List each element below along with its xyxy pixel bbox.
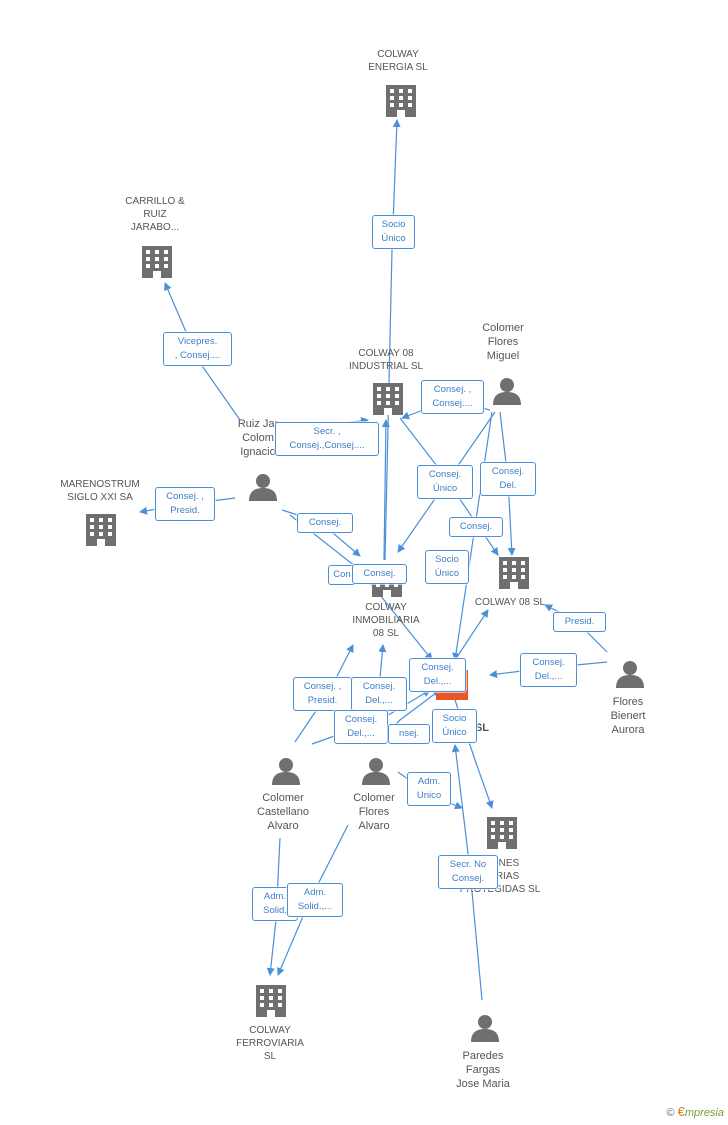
brand-logo-icon: € — [677, 1104, 685, 1119]
building-icon[interactable] — [499, 557, 529, 589]
edge-label-consej[interactable]: Consej. — [449, 517, 503, 537]
copyright-icon: © — [666, 1107, 675, 1119]
edge-label-adm-solid[interactable]: Adm. Solid.,... — [287, 883, 343, 917]
edge-label-consej-del[interactable]: Consej. Del.,... — [334, 710, 388, 744]
edge-label-secr-no-consej[interactable]: Secr. No Consej. — [438, 855, 498, 889]
edge-miguel-focus — [452, 411, 493, 661]
person-icon[interactable] — [272, 758, 300, 785]
person-icon[interactable] — [471, 1015, 499, 1042]
node-colomer-flores-miguel[interactable]: Colomer Flores Miguel — [482, 322, 524, 362]
node-colway-08-industrial[interactable]: COLWAY 08 INDUSTRIAL SL — [348, 348, 424, 372]
edge-label-consej-del[interactable]: Consej. Del.,... — [409, 658, 466, 692]
brand-name: mpresia — [684, 1107, 724, 1119]
edge-label-consej-partial[interactable]: nsej. — [388, 724, 430, 744]
person-icon[interactable] — [493, 378, 521, 405]
edge-label-consej[interactable]: Consej. — [297, 513, 353, 533]
building-icon[interactable] — [487, 817, 517, 849]
edge-label-consej-presid[interactable]: Consej. , Presid. — [155, 487, 215, 521]
edge-label-consej-presid[interactable]: Consej. , Presid. — [293, 677, 352, 711]
building-icon[interactable] — [142, 246, 172, 278]
person-icon[interactable] — [362, 758, 390, 785]
edge-label-consej-del[interactable]: Consej. Del. — [480, 462, 536, 496]
edge-label-secr-consej[interactable]: Secr. , Consej.,Consej.... — [275, 422, 379, 456]
edge-label-vicepres[interactable]: Vicepres. , Consej.... — [163, 332, 232, 366]
footer-brand: © €mpresia — [666, 1104, 724, 1119]
edge-inmob-energia — [384, 119, 401, 561]
edge-label-consej-del[interactable]: Consej. Del.,... — [351, 677, 407, 711]
node-colway-inmobiliaria[interactable]: COLWAY INMOBILIARIA 08 SL — [352, 602, 420, 639]
node-promociones[interactable]: CIONES LIARIAS PROTEGIDAS SL — [459, 858, 541, 895]
edge-label-socio-unico[interactable]: Socio Único — [432, 709, 477, 743]
node-colomer-flores-alvaro[interactable]: Colomer Flores Alvaro — [353, 792, 395, 832]
node-flores-bienert[interactable]: Flores Bienert Aurora — [610, 696, 646, 736]
edge-label-consej-del[interactable]: Consej. Del.,... — [520, 653, 577, 687]
edge-label-consej-unico[interactable]: Consej. Único — [417, 465, 473, 499]
node-colway-energia[interactable]: COLWAY ENERGIA SL — [368, 49, 428, 73]
edge-label-socio-unico[interactable]: Socio Único — [425, 550, 469, 584]
node-colway-ferroviaria[interactable]: COLWAY FERROVIARIA SL — [236, 1025, 304, 1062]
building-icon[interactable] — [256, 985, 286, 1017]
node-ruiz-jarabo[interactable]: Ruiz Jar Colom Ignacio — [237, 418, 279, 458]
edge-focus-08sl — [454, 609, 489, 661]
node-carrillo[interactable]: CARRILLO & RUIZ JARABO... — [125, 196, 185, 233]
person-icon[interactable] — [616, 661, 644, 688]
building-icon[interactable] — [373, 383, 403, 415]
edge-inmob-08industrial — [381, 419, 390, 561]
node-colway-08[interactable]: COLWAY 08 SL — [474, 597, 546, 608]
edge-label-adm-unico[interactable]: Adm. Unico — [407, 772, 451, 806]
node-colomer-castellano[interactable]: Colomer Castellano Alvaro — [257, 792, 309, 832]
building-icon[interactable] — [86, 514, 116, 546]
person-icon[interactable] — [249, 474, 277, 501]
edge-label-presid[interactable]: Presid. — [553, 612, 606, 632]
node-marenostrum[interactable]: MARENOSTRUM SIGLO XXI SA — [60, 479, 140, 503]
node-paredes-fargas[interactable]: Paredes Fargas Jose Maria — [456, 1050, 510, 1090]
building-icon[interactable] — [386, 85, 416, 117]
edge-label-consej[interactable]: Consej. — [352, 564, 407, 584]
edge-label-socio-unico[interactable]: Socio Único — [372, 215, 415, 249]
node-focus-company[interactable]: SL — [474, 722, 490, 734]
edge-label-consej[interactable]: Consej. , Consej.... — [421, 380, 484, 414]
